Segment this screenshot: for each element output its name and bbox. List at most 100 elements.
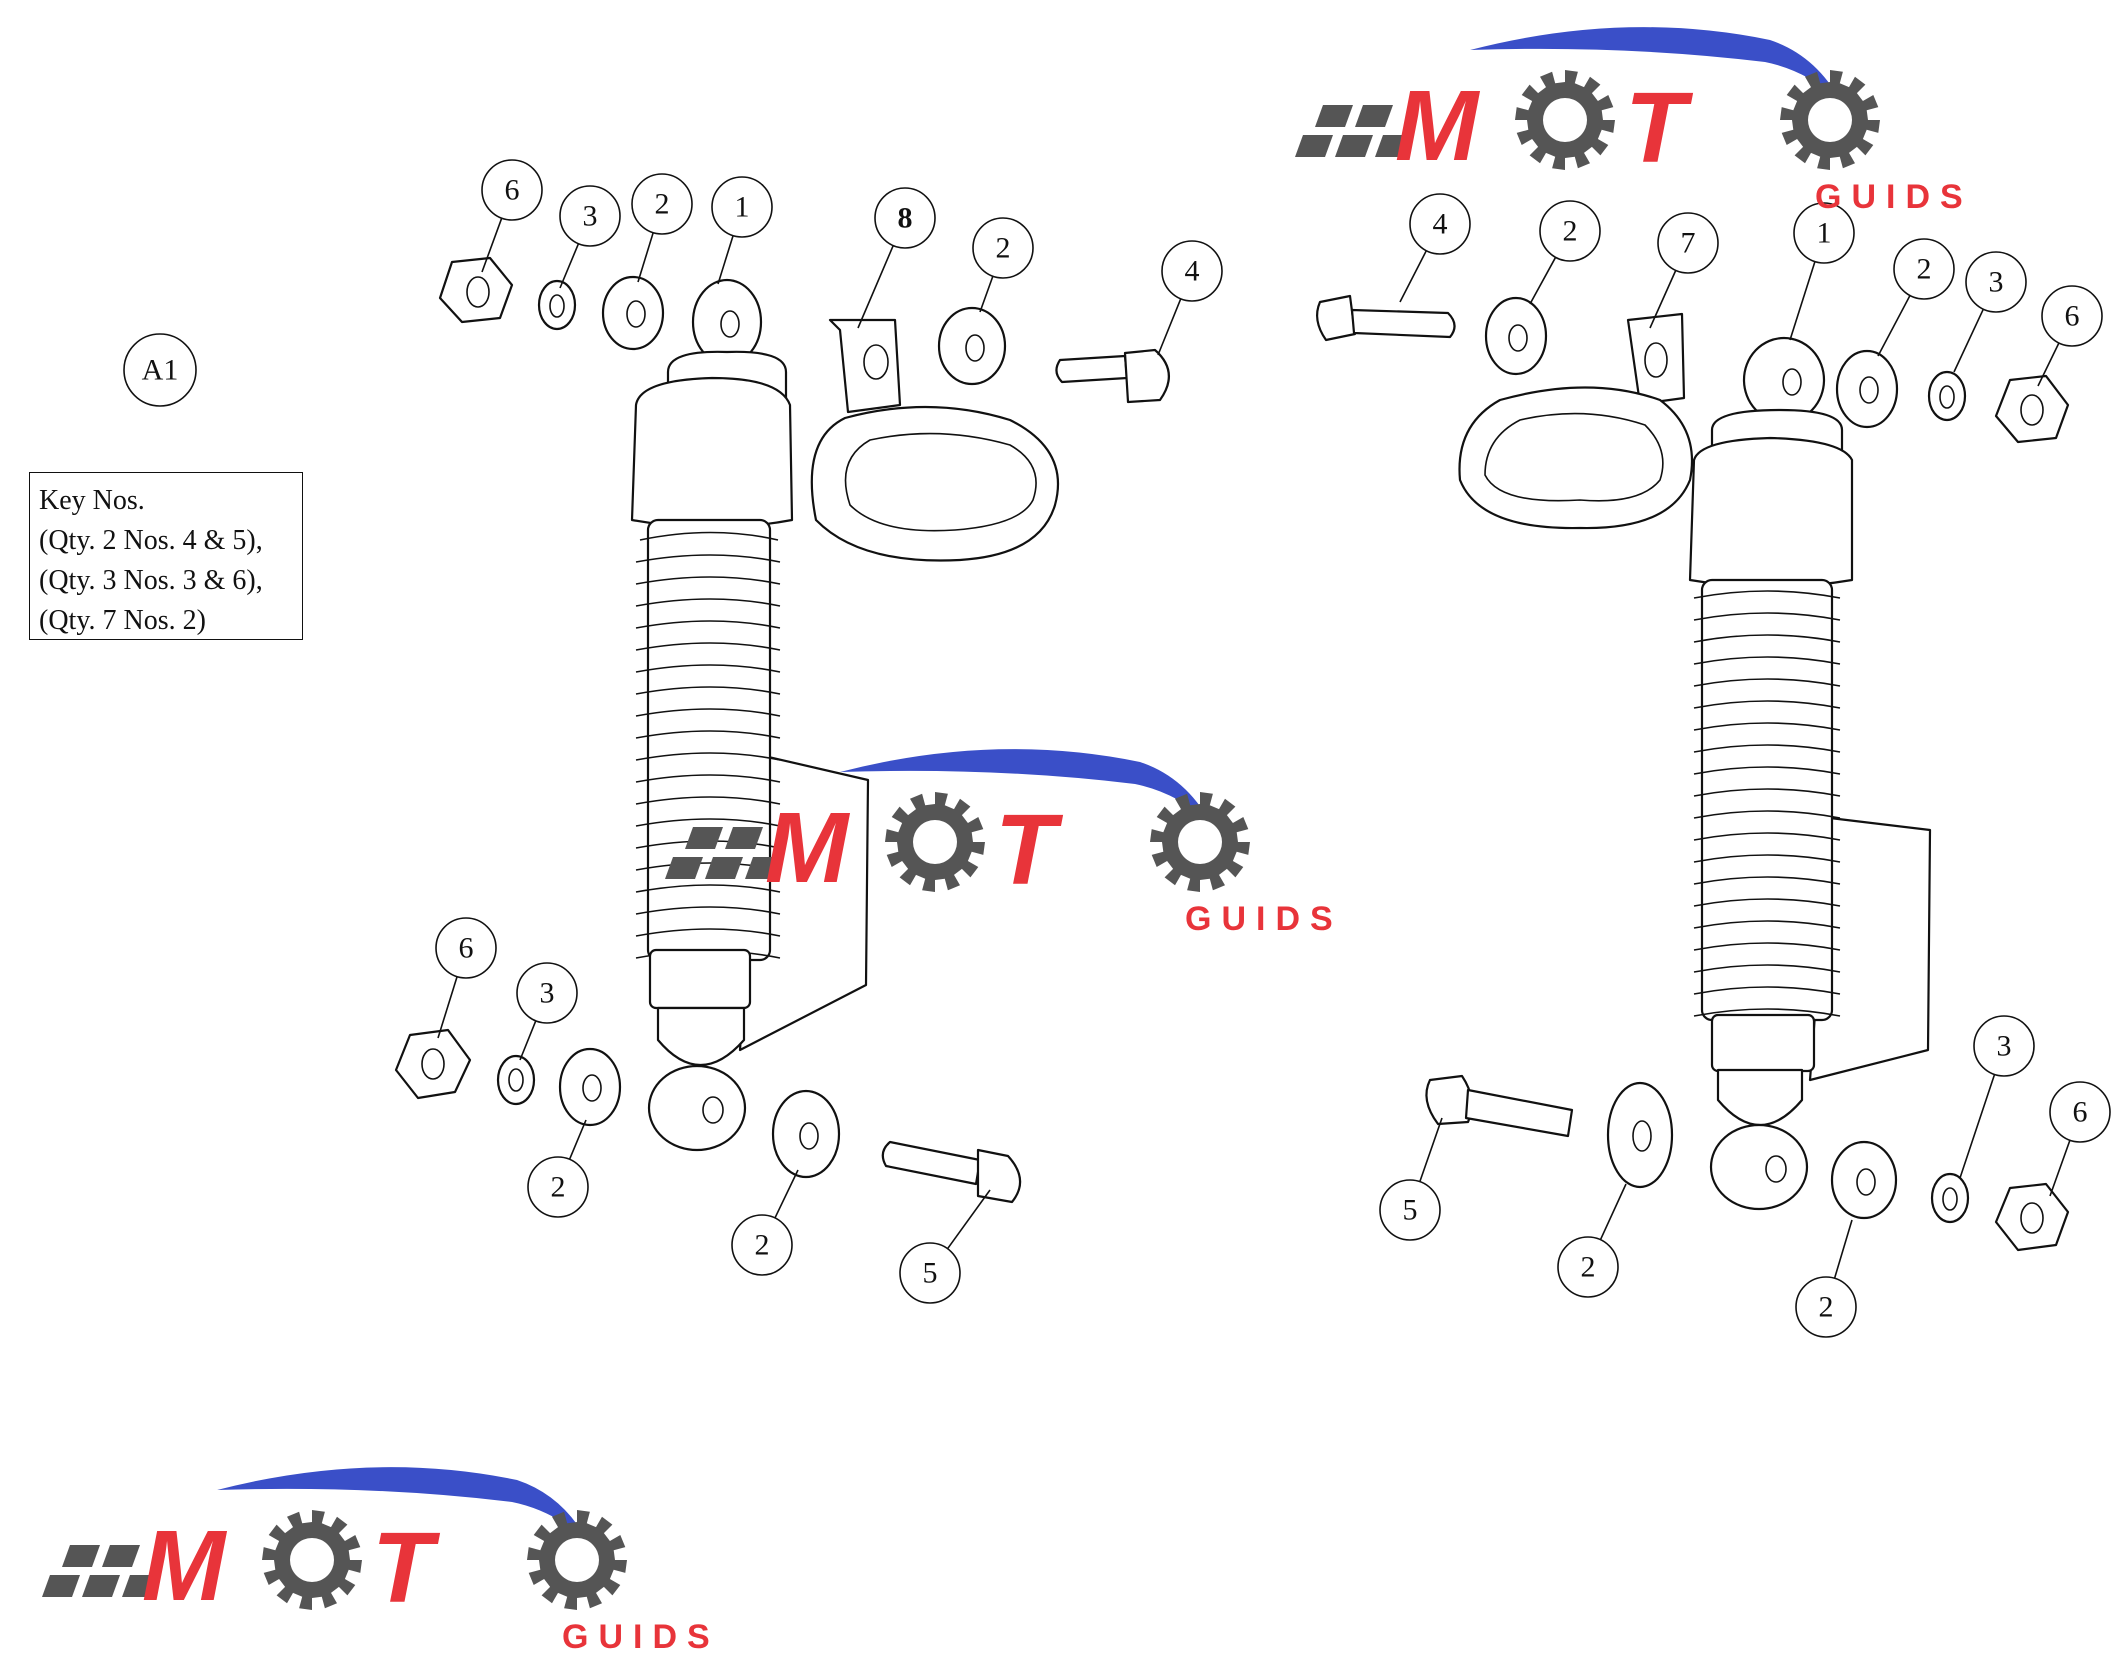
leader-line [2037,342,2060,387]
view-label-a1: A1 [123,333,197,407]
logo-letter-m: M [1395,70,1481,182]
callout-circle [631,173,693,235]
callout-number: 1 [735,191,750,224]
right-callout-2: 2 [1557,1183,1627,1298]
callout-circle [1557,1236,1619,1298]
callout-number: 5 [1403,1194,1418,1227]
callout-number: 5 [923,1257,938,1290]
leader-line [1399,250,1428,303]
leader-line [774,1169,799,1219]
callout-number: 6 [505,174,520,207]
leader-line [1953,308,1985,373]
checkered-flag-icon [665,827,783,879]
right-callout-3: 3 [1953,251,2027,373]
right-bottom-washer-3 [1930,1172,1970,1224]
callout-circle [527,1156,589,1218]
leader-line [1833,1219,1853,1279]
swoosh-icon [840,749,1210,822]
logo-letter-m: M [765,792,851,904]
callout-circle [1893,238,1955,300]
left-callout-2: 2 [972,217,1034,313]
right-bottom-washer-2b [1830,1140,1898,1220]
callout-circle [481,159,543,221]
leader-line [1599,1183,1627,1241]
left-top-washer-2 [601,275,665,351]
left-callout-5: 5 [899,1189,991,1304]
callout-number: 6 [2073,1096,2088,1129]
swoosh-icon [217,1467,587,1540]
callout-circle [2049,1081,2111,1143]
callout-circle [1539,200,1601,262]
right-callout-2: 2 [1529,200,1601,305]
left-bolt-4 [1055,348,1170,404]
callout-number: 2 [996,232,1011,265]
left-callout-6: 6 [435,917,497,1039]
callout-circle [711,176,773,238]
leader-line [1959,1074,1996,1179]
callout-circle [2041,285,2103,347]
right-callout-6: 6 [2049,1081,2111,1197]
left-shock-absorber [394,256,1170,1204]
key-note-line-2: (Qty. 3 Nos. 3 & 6), [39,565,263,596]
callout-number: 2 [755,1229,770,1262]
left-top-washer-2b [937,306,1007,386]
right-callout-3: 3 [1959,1015,2035,1179]
left-bottom-washer-2 [558,1047,622,1127]
left-spring [635,518,781,962]
logo-subtitle: GUIDS [1815,178,1973,216]
leader-line [2049,1139,2071,1197]
callout-circle [874,187,936,249]
right-shock-absorber [1315,294,2070,1252]
left-callout-6: 6 [481,159,543,273]
callout-number: 2 [1819,1291,1834,1324]
logo-letter-t: T [372,1512,441,1624]
key-note-line-3: (Qty. 7 Nos. 2) [39,605,206,636]
logo-letter-t: T [995,794,1064,906]
callout-number: 6 [459,932,474,965]
moto-guids-watermark-logo: M T GUIDS [42,1467,720,1656]
leader-line [857,245,894,329]
callout-number: 1 [1817,217,1832,250]
left-bolt-5 [881,1140,1022,1204]
callout-circle [559,185,621,247]
leader-line [979,275,994,313]
callout-number: 4 [1185,255,1200,288]
callout-circle [972,217,1034,279]
right-callout-7: 7 [1649,212,1719,329]
leader-line [1877,295,1911,357]
right-callout-1: 1 [1789,202,1855,341]
leader-line [481,217,503,273]
right-callout-4: 4 [1399,193,1471,303]
callout-number: 3 [1989,266,2004,299]
left-top-nut-6 [438,256,514,324]
logo-subtitle: GUIDS [562,1618,720,1656]
right-bolt-5 [1425,1074,1574,1138]
left-callout-4: 4 [1157,240,1223,356]
leader-line [1529,256,1557,305]
callout-circle [1973,1015,2035,1077]
right-top-washer-3 [1927,370,1967,422]
callout-number: 3 [583,200,598,233]
callout-number: 2 [1563,215,1578,248]
checkered-flag-icon [1295,105,1413,157]
callout-circle [1379,1179,1441,1241]
left-top-washer-3 [537,279,577,331]
swoosh-icon [1470,27,1840,101]
logo-letter-m: M [142,1510,228,1622]
left-bracket-8 [810,318,1060,562]
key-note-title: Key Nos. [39,485,145,516]
callout-number: 2 [1581,1251,1596,1284]
logo-subtitle: GUIDS [1185,900,1343,938]
callout-number: 7 [1681,227,1696,260]
callout-number: 3 [1997,1030,2012,1063]
left-callout-2: 2 [731,1169,799,1276]
callout-circle [435,917,497,979]
callout-circle [1965,251,2027,313]
left-callout-8: 8 [857,187,936,329]
callout-number: 4 [1433,208,1448,241]
right-callout-2: 2 [1795,1219,1857,1338]
logo-letter-t: T [1625,72,1694,184]
right-bottom-nut-6 [1994,1182,2070,1252]
right-bracket-7 [1458,312,1694,530]
